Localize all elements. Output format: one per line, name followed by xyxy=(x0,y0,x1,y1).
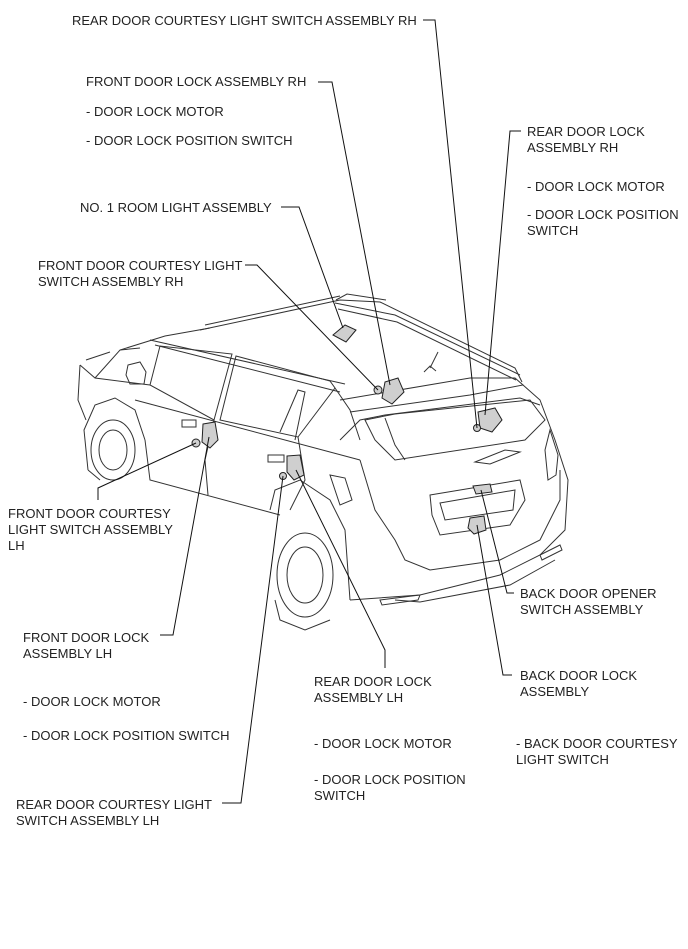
front-door-lock-rh-part xyxy=(381,377,405,405)
label-front-door-lock-lh-switch: - DOOR LOCK POSITION SWITCH xyxy=(23,728,230,744)
leader-rear-door-lock-rh xyxy=(484,130,521,416)
label-line: - DOOR LOCK MOTOR xyxy=(23,694,161,709)
label-line: NO. 1 ROOM LIGHT ASSEMBLY xyxy=(80,200,272,215)
label-line: - DOOR LOCK POSITION xyxy=(314,772,466,787)
label-line: FRONT DOOR COURTESY LIGHT xyxy=(38,258,243,273)
label-line: ASSEMBLY LH xyxy=(23,646,113,661)
label-front-door-lock-rh-motor: - DOOR LOCK MOTOR xyxy=(86,104,224,120)
leader-back-door-lock xyxy=(476,524,512,676)
label-line: REAR DOOR LOCK xyxy=(527,124,645,139)
leader-front-door-courtesy-rh xyxy=(245,264,379,391)
label-rear-door-lock-lh: REAR DOOR LOCK ASSEMBLY LH xyxy=(314,674,432,706)
label-line: - DOOR LOCK MOTOR xyxy=(86,104,224,119)
label-line: - DOOR LOCK MOTOR xyxy=(314,736,452,751)
label-line: LIGHT SWITCH ASSEMBLY xyxy=(8,522,173,537)
leader-rear-door-lock-lh xyxy=(295,469,386,668)
leader-front-door-lock-rh xyxy=(318,81,391,386)
label-front-door-lock-lh: FRONT DOOR LOCK ASSEMBLY LH xyxy=(23,630,149,662)
label-line: ASSEMBLY RH xyxy=(527,140,619,155)
label-line: BACK DOOR LOCK xyxy=(520,668,638,683)
label-line: SWITCH ASSEMBLY RH xyxy=(38,274,184,289)
rear-door-lock-rh-part xyxy=(477,407,503,433)
label-front-door-lock-rh-switch: - DOOR LOCK POSITION SWITCH xyxy=(86,133,293,149)
label-line: LIGHT SWITCH xyxy=(516,752,609,767)
rear-door-lock-lh-part xyxy=(286,454,305,481)
label-line: - DOOR LOCK POSITION SWITCH xyxy=(86,133,293,148)
label-back-door-opener: BACK DOOR OPENER SWITCH ASSEMBLY xyxy=(520,586,657,618)
label-line: - BACK DOOR COURTESY xyxy=(516,736,678,751)
leader-front-door-lock-lh xyxy=(160,436,210,636)
car-body xyxy=(77,293,569,631)
label-line: FRONT DOOR LOCK ASSEMBLY RH xyxy=(86,74,307,89)
leader-room-light xyxy=(281,206,344,329)
label-line: REAR DOOR COURTESY LIGHT SWITCH ASSEMBLY… xyxy=(72,13,417,28)
label-rear-door-lock-lh-switch: - DOOR LOCK POSITION SWITCH xyxy=(314,772,466,804)
front-door-lock-lh-part xyxy=(201,421,219,449)
label-line: REAR DOOR COURTESY LIGHT xyxy=(16,797,212,812)
label-line: - DOOR LOCK MOTOR xyxy=(527,179,665,194)
leader-lines xyxy=(97,19,521,804)
label-line: ASSEMBLY xyxy=(520,684,590,699)
label-line: FRONT DOOR COURTESY xyxy=(8,506,171,521)
label-rear-door-lock-rh-switch: - DOOR LOCK POSITION SWITCH xyxy=(527,207,679,239)
leader-front-door-courtesy-lh xyxy=(97,442,197,500)
label-front-door-courtesy-lh: FRONT DOOR COURTESY LIGHT SWITCH ASSEMBL… xyxy=(8,506,173,554)
leader-rear-door-courtesy-rh xyxy=(423,19,478,429)
label-line: BACK DOOR OPENER xyxy=(520,586,657,601)
label-rear-door-lock-lh-motor: - DOOR LOCK MOTOR xyxy=(314,736,452,752)
label-line: LH xyxy=(8,538,25,553)
label-line: ASSEMBLY LH xyxy=(314,690,404,705)
room-light-part xyxy=(332,324,357,343)
label-front-door-courtesy-rh: FRONT DOOR COURTESY LIGHT SWITCH ASSEMBL… xyxy=(38,258,242,290)
label-line: SWITCH ASSEMBLY LH xyxy=(16,813,160,828)
leader-rear-door-courtesy-lh xyxy=(222,475,284,804)
component-parts xyxy=(191,324,503,535)
label-front-door-lock-rh: FRONT DOOR LOCK ASSEMBLY RH xyxy=(86,74,306,90)
label-rear-door-courtesy-lh: REAR DOOR COURTESY LIGHT SWITCH ASSEMBLY… xyxy=(16,797,212,829)
label-rear-door-lock-rh-motor: - DOOR LOCK MOTOR xyxy=(527,179,665,195)
label-rear-door-lock-rh: REAR DOOR LOCK ASSEMBLY RH xyxy=(527,124,645,156)
label-front-door-lock-lh-motor: - DOOR LOCK MOTOR xyxy=(23,694,161,710)
label-rear-door-courtesy-rh: REAR DOOR COURTESY LIGHT SWITCH ASSEMBLY… xyxy=(72,13,417,29)
back-door-opener-part xyxy=(472,483,493,495)
label-back-door-lock: BACK DOOR LOCK ASSEMBLY xyxy=(520,668,637,700)
label-back-door-courtesy: - BACK DOOR COURTESY LIGHT SWITCH xyxy=(516,736,678,768)
label-line: - DOOR LOCK POSITION SWITCH xyxy=(23,728,230,743)
leader-back-door-opener xyxy=(480,489,514,594)
label-line: REAR DOOR LOCK xyxy=(314,674,432,689)
label-room-light: NO. 1 ROOM LIGHT ASSEMBLY xyxy=(80,200,272,216)
label-line: SWITCH xyxy=(314,788,366,803)
label-line: SWITCH ASSEMBLY xyxy=(520,602,644,617)
label-line: - DOOR LOCK POSITION xyxy=(527,207,679,222)
label-line: SWITCH xyxy=(527,223,579,238)
label-line: FRONT DOOR LOCK xyxy=(23,630,150,645)
